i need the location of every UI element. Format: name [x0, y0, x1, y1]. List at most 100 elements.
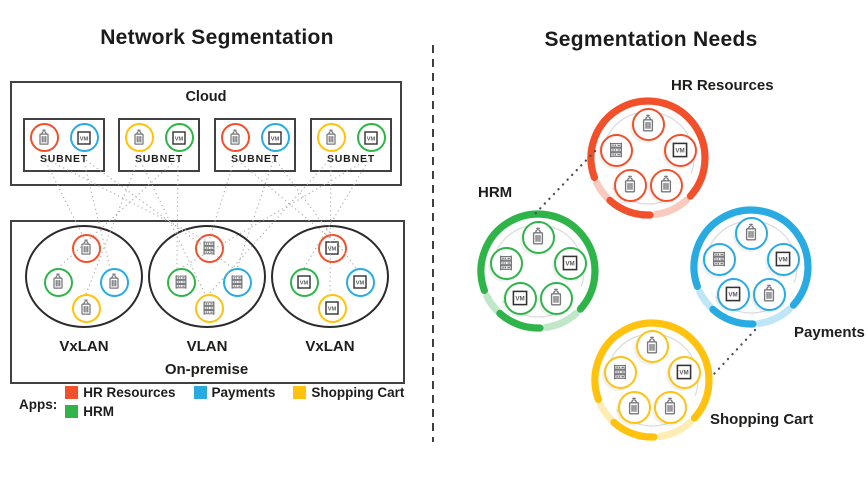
app-group-yellow: VM: [577, 305, 727, 455]
app-circle-red: [631, 107, 665, 141]
group-label: Payments: [794, 324, 865, 341]
container-icon: [628, 397, 640, 415]
vm-icon: VM: [297, 275, 311, 289]
legend-swatch: [293, 386, 307, 399]
app-circle-red: [220, 123, 250, 152]
app-group-red: VM: [573, 83, 723, 233]
legend-item-label: HRM: [83, 404, 114, 419]
vm-icon: VM: [268, 130, 282, 145]
svg-text:VM: VM: [175, 136, 184, 142]
vm-icon: VM: [725, 286, 741, 302]
container-icon: [550, 288, 562, 306]
server-icon: [203, 301, 215, 315]
app-circle-yellow: [603, 355, 637, 389]
network-label: VxLAN: [59, 338, 109, 355]
svg-text:VM: VM: [728, 291, 737, 298]
svg-text:VM: VM: [367, 136, 376, 142]
container-icon: [532, 227, 544, 245]
legend-item-label: Payments: [211, 385, 276, 400]
container-icon: [81, 239, 91, 255]
legend-item: HR Resources: [65, 385, 176, 400]
subnet-label: SUBNET: [40, 153, 88, 165]
subnet-icons: VM: [25, 123, 103, 152]
app-circle-yellow: [635, 329, 669, 363]
container-icon: [624, 175, 636, 193]
app-circle-green: VM: [503, 281, 537, 315]
vm-icon: VM: [353, 275, 367, 289]
app-circle-blue: [734, 216, 768, 250]
vm-icon: VM: [512, 290, 528, 306]
vm-icon: VM: [364, 130, 378, 145]
app-circle-red: [649, 168, 683, 202]
subnet-box: VM SUBNET: [23, 118, 105, 172]
network-ellipse: [25, 225, 143, 328]
server-icon: [713, 251, 725, 267]
app-circle-green: [166, 267, 196, 297]
app-circle-red: [599, 133, 633, 167]
app-circle-yellow: [194, 293, 224, 323]
app-circle-red: [613, 168, 647, 202]
container-icon: [664, 397, 676, 415]
server-icon: [614, 364, 626, 380]
app-circle-blue: VM: [716, 277, 750, 311]
segmentation-needs-panel: Segmentation Needs VM VM VM VM VM VM HR Resou…: [434, 0, 868, 488]
right-title: Segmentation Needs: [544, 28, 758, 51]
svg-text:VM: VM: [328, 246, 337, 252]
network-segmentation-panel: Network Segmentation Cloud On-premise Ap…: [10, 26, 434, 423]
group-ring: [690, 206, 812, 328]
legend-item: HRM: [65, 404, 114, 419]
app-circle-green: [489, 246, 523, 280]
svg-text:VM: VM: [356, 280, 365, 286]
container-icon: [642, 114, 654, 132]
subnet-icons: VM: [216, 123, 294, 152]
app-circle-green: VM: [289, 267, 319, 297]
group-ring: [591, 319, 713, 441]
legend-swatch: [65, 405, 79, 418]
group-label: HR Resources: [671, 77, 774, 94]
legend-item-label: HR Resources: [83, 385, 176, 400]
app-circle-blue: VM: [766, 242, 800, 276]
vm-icon: VM: [775, 251, 791, 267]
svg-text:VM: VM: [679, 369, 688, 376]
app-circle-blue: [99, 267, 129, 297]
container-icon: [109, 273, 119, 289]
app-circle-yellow: [617, 390, 651, 424]
vm-icon: VM: [672, 142, 688, 158]
app-circle-green: VM: [164, 123, 194, 152]
app-circle-green: [539, 281, 573, 315]
app-circle-green: VM: [356, 123, 386, 152]
svg-text:VM: VM: [328, 306, 337, 312]
legend-item-label: Shopping Cart: [311, 385, 405, 400]
container-icon: [646, 336, 658, 354]
app-circle-blue: [222, 267, 252, 297]
left-title: Network Segmentation: [100, 26, 334, 49]
app-circle-blue: VM: [345, 267, 375, 297]
vm-icon: VM: [562, 255, 578, 271]
server-icon: [610, 142, 622, 158]
container-icon: [230, 129, 240, 145]
app-circle-red: VM: [663, 133, 697, 167]
legend-item: Payments: [193, 385, 276, 400]
app-circle-blue: VM: [69, 123, 99, 152]
app-circle-yellow: VM: [317, 293, 347, 323]
subnet-icons: VM: [312, 123, 390, 152]
svg-text:VM: VM: [80, 136, 89, 142]
server-icon: [175, 275, 187, 289]
app-group-blue: VM VM: [676, 192, 826, 342]
app-circle-yellow: [124, 123, 154, 152]
vm-icon: VM: [676, 364, 692, 380]
app-circle-blue: [702, 242, 736, 276]
app-circle-blue: VM: [260, 123, 290, 152]
subnet-label: SUBNET: [135, 153, 183, 165]
group-label: HRM: [478, 184, 513, 201]
network-label: VLAN: [186, 338, 228, 355]
subnet-box: VM SUBNET: [118, 118, 200, 172]
app-circle-green: [521, 220, 555, 254]
server-icon: [203, 241, 215, 255]
legend-label: Apps:: [19, 396, 58, 412]
